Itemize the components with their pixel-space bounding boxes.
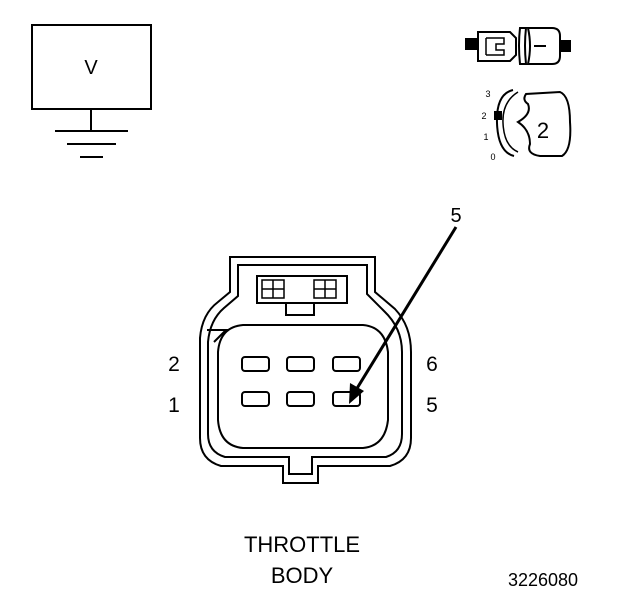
terminal-probe-connector-icon xyxy=(465,27,571,65)
rotary-selector-icon: 3 2 1 0 2 xyxy=(481,89,572,162)
pin-cavity-4 xyxy=(286,356,315,372)
callout-arrow xyxy=(349,226,458,404)
selector-value: 2 xyxy=(537,118,549,143)
pin-cavity-5 xyxy=(332,391,361,407)
pin-cavity-3 xyxy=(286,391,315,407)
connector-name-line2: BODY xyxy=(271,563,334,588)
callout-pin-number: 5 xyxy=(450,205,461,227)
selector-scale-3: 3 xyxy=(485,89,490,99)
voltmeter-symbol: V xyxy=(84,57,98,79)
pin-cavity-2 xyxy=(241,356,270,372)
pin-cavity-6 xyxy=(332,356,361,372)
pin-label-1: 1 xyxy=(168,394,180,417)
pin-label-5: 5 xyxy=(426,394,438,417)
selector-scale-1: 1 xyxy=(483,132,488,142)
pin-label-6: 6 xyxy=(426,353,438,376)
ground-icon xyxy=(55,109,128,158)
connector-housing xyxy=(199,256,412,484)
throttle-body-connector xyxy=(199,256,412,484)
pin-label-2: 2 xyxy=(168,353,180,376)
selector-scale-0: 0 xyxy=(490,152,495,162)
selector-scale-2: 2 xyxy=(481,111,486,121)
voltmeter: V xyxy=(31,24,152,158)
figure-number: 3226080 xyxy=(508,570,578,590)
connector-cavity xyxy=(217,324,389,449)
pin-cavity-1 xyxy=(241,391,270,407)
connector-name-line1: THROTTLE xyxy=(244,532,360,557)
